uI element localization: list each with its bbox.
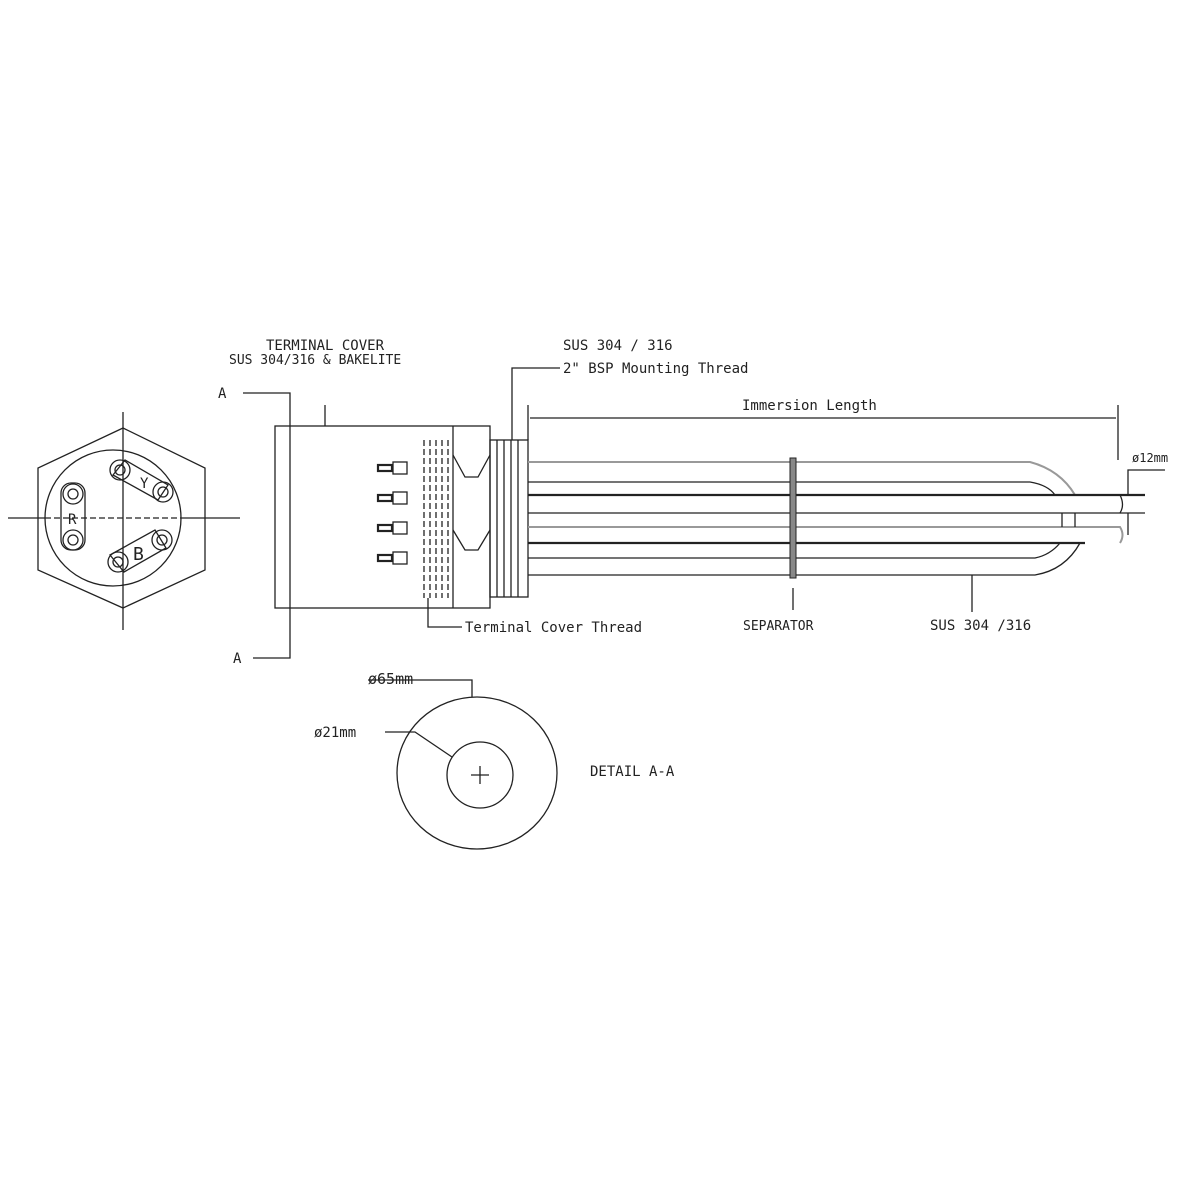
terminal-cover-body <box>274 425 491 609</box>
tube-diameter-label: ø12mm <box>1132 451 1168 465</box>
terminal-nut-icon <box>152 481 174 503</box>
inner-bore <box>446 741 514 809</box>
phase-y-label: Y <box>140 476 149 492</box>
section-a-top: A <box>218 386 227 402</box>
terminal-nut-icon <box>151 529 173 551</box>
tube-line <box>528 542 1081 576</box>
terminal-stud-icon <box>67 534 79 546</box>
hex-flat-top <box>452 454 491 478</box>
terminal-cover-label: TERMINAL COVER <box>266 338 385 354</box>
tube-line <box>528 461 1076 496</box>
terminal-pin-icon <box>376 493 394 503</box>
detail-a-a: ø65mm ø21mm DETAIL A-A <box>314 670 675 850</box>
tube-line <box>528 494 1124 514</box>
terminal-body <box>392 521 408 535</box>
terminal-nut-icon <box>62 529 84 551</box>
immersion-dimension: Immersion Length <box>527 398 1119 460</box>
terminal-body <box>392 461 408 475</box>
mount-material-label: SUS 304 / 316 <box>563 338 673 354</box>
tube-line <box>528 526 1124 544</box>
section-cut-line <box>243 392 291 659</box>
terminal-stud-icon <box>114 464 126 476</box>
phase-b-label: B <box>133 544 144 565</box>
terminals <box>376 461 408 565</box>
separator-plate <box>789 457 797 579</box>
mount-thread-leader <box>511 367 560 440</box>
section-line: A A <box>218 386 291 667</box>
tube-material-label: SUS 304 /316 <box>930 618 1031 634</box>
terminal-pin-icon <box>376 463 394 473</box>
terminal-cover-thread-label: Terminal Cover Thread <box>465 620 642 636</box>
link-y: Y <box>109 459 174 503</box>
phase-r-label: R <box>68 512 77 528</box>
cover-thread <box>423 440 449 598</box>
mounting-thread-body <box>489 439 529 598</box>
tube-line <box>528 481 1056 496</box>
inner-diameter-leader <box>385 731 453 758</box>
terminal-nut-icon <box>107 551 129 573</box>
tube-line <box>528 542 1061 559</box>
outer-diameter-leader <box>368 679 473 697</box>
heating-tubes: ø12mm SUS 304 /316 <box>528 451 1168 634</box>
link-r: R <box>60 482 86 551</box>
terminal-body <box>392 491 408 505</box>
hex-flat-bottom <box>452 529 491 551</box>
terminal-cover: TERMINAL COVER SUS 304/316 & BAKELITE Te… <box>229 338 642 636</box>
terminal-stud-icon <box>67 488 79 500</box>
terminal-stud-icon <box>157 486 169 498</box>
cover-thread-leader <box>427 598 462 628</box>
terminal-stud-icon <box>112 556 124 568</box>
inner-diameter-label: ø21mm <box>314 725 356 741</box>
immersion-length-label: Immersion Length <box>742 398 877 414</box>
terminal-pin-icon <box>376 523 394 533</box>
tube-diameter-leader <box>1127 469 1165 495</box>
separator-label: SEPARATOR <box>743 619 814 634</box>
separator: SEPARATOR <box>743 457 814 634</box>
mount-thread-label: 2" BSP Mounting Thread <box>563 361 748 377</box>
terminal-nut-icon <box>109 459 131 481</box>
terminal-body <box>392 551 408 565</box>
terminal-nut-icon <box>62 483 84 505</box>
terminal-pin-icon <box>376 553 394 563</box>
outer-diameter-label: ø65mm <box>368 670 413 688</box>
section-a-bottom: A <box>233 651 242 667</box>
end-view: Y R B <box>8 412 240 630</box>
outer-section <box>396 696 558 850</box>
link-b: B <box>107 529 173 573</box>
terminal-cover-material: SUS 304/316 & BAKELITE <box>229 353 401 368</box>
detail-label: DETAIL A-A <box>590 764 675 780</box>
mounting-thread: SUS 304 / 316 2" BSP Mounting Thread <box>489 338 748 598</box>
terminal-stud-icon <box>156 534 168 546</box>
